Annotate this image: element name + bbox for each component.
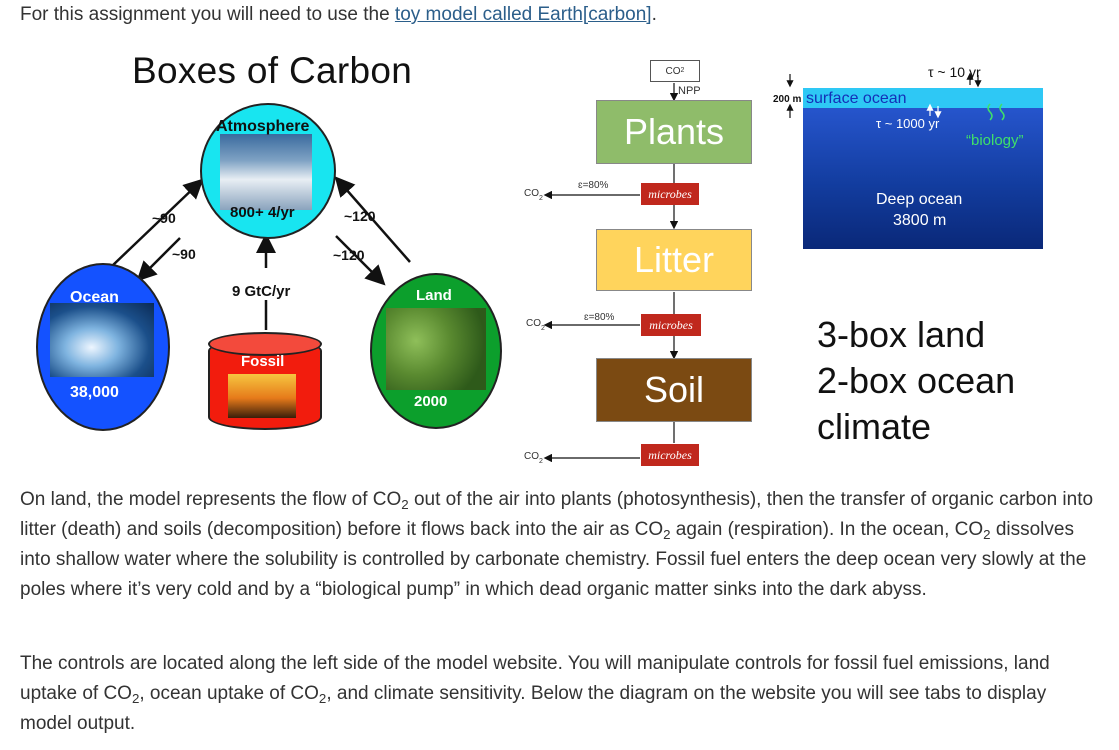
co2-output-3: CO2 [524, 451, 543, 465]
surface-ocean-label: surface ocean [806, 90, 907, 107]
plants-box: Plants [596, 100, 752, 164]
land-outflux-label: ~120 [344, 208, 376, 224]
paragraph-model-description: On land, the model represents the flow o… [20, 489, 1094, 600]
wave-photo [50, 303, 154, 377]
surface-ocean-band [803, 88, 1043, 108]
land-value: 2000 [414, 393, 448, 410]
carbon-flux-arrows [111, 176, 411, 330]
atmosphere-label: Atmosphere [216, 118, 310, 135]
intro-text: For this assignment you will need to use… [20, 4, 657, 25]
biology-label: “biology” [966, 132, 1024, 149]
tau-long-label: τ ~ 1000 yr [876, 116, 940, 131]
forest-photo [386, 308, 486, 390]
soil-box: Soil [596, 358, 752, 422]
land-influx-label: ~120 [333, 247, 365, 263]
earth-carbon-link[interactable]: toy model called Earth[carbon] [394, 4, 652, 25]
summary-land: 3-box land [817, 314, 986, 355]
fossil-cylinder-top [208, 332, 322, 356]
fossil-flux-label: 9 GtC/yr [232, 283, 291, 300]
summary-ocean: 2-box ocean [817, 360, 1016, 401]
surface-depth-label: 200 m [773, 94, 802, 105]
land-label: Land [416, 287, 452, 304]
co2-output-2: CO2 [526, 318, 545, 332]
microbes-box-1: microbes [641, 183, 699, 205]
refinery-photo [228, 374, 296, 418]
litter-box: Litter [596, 229, 752, 291]
deep-ocean-depth: 3800 m [893, 212, 947, 229]
microbes-box-2: microbes [641, 314, 701, 336]
atmosphere-value: 800+ 4/yr [230, 204, 295, 221]
ocean-exchange-arrows [786, 72, 1005, 121]
co2-output-1: CO2 [524, 188, 543, 202]
ocean-outflux-label: ~90 [152, 210, 176, 226]
efficiency-label-2: ɛ=80% [584, 312, 615, 323]
boxes-of-carbon-title: Boxes of Carbon [132, 50, 413, 91]
ocean-label: Ocean [70, 289, 119, 306]
ocean-influx-label: ~90 [172, 246, 196, 262]
efficiency-label-1: ɛ=80% [578, 180, 609, 191]
microbes-box-3: microbes [641, 444, 699, 466]
paragraph-controls-description: The controls are located along the left … [20, 653, 1050, 734]
fossil-label: Fossil [241, 353, 285, 370]
npp-label: NPP [678, 85, 701, 97]
sky-photo [220, 134, 312, 210]
ocean-value: 38,000 [70, 384, 119, 401]
land-flow-arrows [543, 83, 679, 463]
summary-climate: climate [817, 406, 932, 447]
deep-ocean-label: Deep ocean [876, 191, 963, 208]
model-summary: 3-box land 2-box ocean climate [817, 312, 1015, 450]
